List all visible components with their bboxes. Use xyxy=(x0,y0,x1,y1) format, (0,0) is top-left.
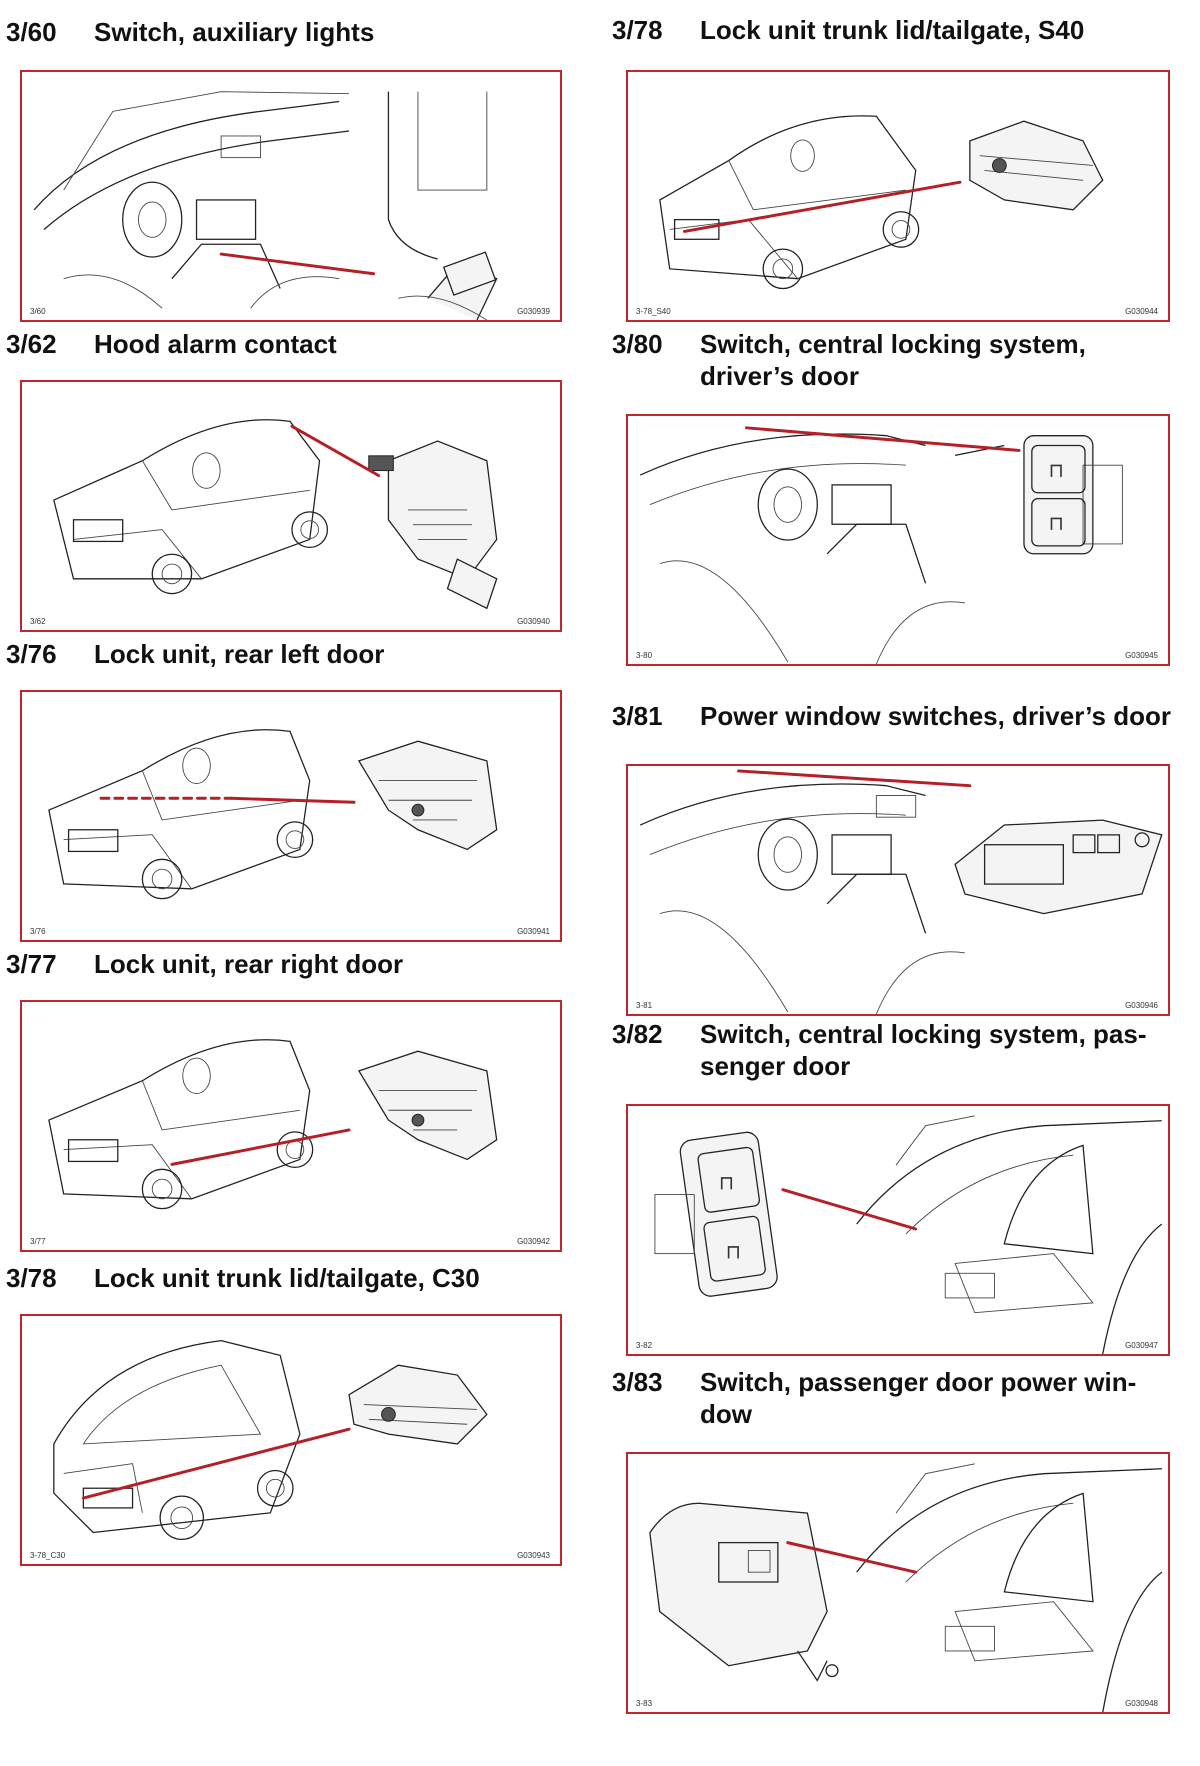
figure-central-locking-passenger: ⊓ ⊓ 3-82 G030947 xyxy=(626,1104,1170,1356)
heading-3-80: 3/80 Switch, central locking system, dri… xyxy=(612,328,1172,394)
figure-title: Hood alarm contact xyxy=(94,329,337,359)
heading-3-83: 3/83 Switch, passenger door power win- d… xyxy=(612,1366,1172,1432)
figure-title-line-2: dow xyxy=(700,1399,752,1429)
caption-right: G030947 xyxy=(1125,1341,1158,1350)
figure-title-line-2: driver’s door xyxy=(700,361,859,391)
figure-central-locking-driver: ⊓ ⊓ 3-80 G030945 xyxy=(626,414,1170,666)
heading-3-81: 3/81 Power window switches, driver’s doo… xyxy=(612,700,1192,734)
caption-left: 3/76 xyxy=(30,927,46,936)
figure-number: 3/80 xyxy=(612,329,663,359)
caption-right: G030942 xyxy=(517,1237,550,1246)
figure-power-window-driver: 3-81 G030946 xyxy=(626,764,1170,1016)
caption-right: G030945 xyxy=(1125,651,1158,660)
figure-title: Lock unit trunk lid/tailgate, S40 xyxy=(700,15,1085,45)
svg-text:⊓: ⊓ xyxy=(1049,459,1064,482)
svg-text:⊓: ⊓ xyxy=(719,1172,734,1195)
figure-number: 3/78 xyxy=(6,1263,57,1293)
caption-right: G030943 xyxy=(517,1551,550,1560)
caption-left: 3/77 xyxy=(30,1237,46,1246)
heading-3-78-s40: 3/78 Lock unit trunk lid/tailgate, S40 xyxy=(612,14,1172,48)
interior-dashboard-switch-icon xyxy=(33,91,498,320)
figure-number: 3/60 xyxy=(6,17,57,47)
figure-title-line-2: senger door xyxy=(700,1051,851,1081)
figure-title: Lock unit trunk lid/tailgate, C30 xyxy=(94,1263,480,1293)
caption-left: 3-81 xyxy=(636,1001,653,1010)
figure-title-line-1: Switch, central locking system, xyxy=(700,329,1086,359)
figure-title-line-1: Switch, passenger door power win- xyxy=(700,1367,1137,1397)
central-locking-switch-icon: ⊓ ⊓ xyxy=(654,1115,1163,1354)
central-locking-switch-icon: ⊓ ⊓ xyxy=(639,426,1123,664)
tailgate-lock-unit-icon xyxy=(53,1339,488,1541)
caption-right: G030948 xyxy=(1125,1699,1158,1708)
trunk-lock-unit-icon xyxy=(659,115,1104,290)
car-door-lock-unit-icon xyxy=(48,1039,498,1210)
figure-tailgate-lock-c30: 3-78_C30 G030943 xyxy=(20,1314,562,1566)
caption-left: 3-83 xyxy=(636,1699,653,1708)
heading-3-78-c30: 3/78 Lock unit trunk lid/tailgate, C30 xyxy=(6,1262,546,1296)
figure-interior-switch: 3/60 G030939 xyxy=(20,70,562,322)
figure-title: Lock unit, rear right door xyxy=(94,949,404,979)
figure-title-line-1: Switch, central locking system, pas- xyxy=(700,1019,1147,1049)
caption-left: 3-78_C30 xyxy=(30,1551,66,1560)
heading-3-76: 3/76 Lock unit, rear left door xyxy=(6,638,526,672)
caption-right: G030939 xyxy=(517,307,550,316)
power-window-switch-panel-icon xyxy=(639,769,1163,1014)
caption-left: 3/60 xyxy=(30,307,46,316)
figure-title: Power window switches, driver’s door xyxy=(700,701,1171,731)
figure-hood-contact: 3/62 G030940 xyxy=(20,380,562,632)
figure-rear-right-lock: 3/77 G030942 xyxy=(20,1000,562,1252)
figure-number: 3/78 xyxy=(612,15,663,45)
figure-title: Switch, auxiliary lights xyxy=(94,17,375,47)
heading-3-82: 3/82 Switch, central locking system, pas… xyxy=(612,1018,1172,1084)
heading-3-62: 3/62 Hood alarm contact xyxy=(6,328,526,362)
figure-number: 3/81 xyxy=(612,701,663,731)
heading-3-77: 3/77 Lock unit, rear right door xyxy=(6,948,526,982)
power-window-switch-icon xyxy=(649,1463,1163,1712)
figure-number: 3/77 xyxy=(6,949,57,979)
caption-left: 3/62 xyxy=(30,617,46,626)
svg-text:⊓: ⊓ xyxy=(1049,512,1064,535)
car-door-lock-unit-icon xyxy=(48,729,498,900)
figure-trunk-lock-s40: 3-78_S40 G030944 xyxy=(626,70,1170,322)
figure-number: 3/83 xyxy=(612,1367,663,1397)
caption-right: G030946 xyxy=(1125,1001,1158,1010)
figure-power-window-passenger: 3-83 G030948 xyxy=(626,1452,1170,1714)
caption-left: 3-78_S40 xyxy=(636,307,671,316)
caption-left: 3-82 xyxy=(636,1341,653,1350)
figure-rear-left-lock: 3/76 G030941 xyxy=(20,690,562,942)
caption-right: G030944 xyxy=(1125,307,1158,316)
caption-right: G030940 xyxy=(517,617,550,626)
figure-number: 3/76 xyxy=(6,639,57,669)
heading-3-60: 3/60 Switch, auxiliary lights xyxy=(6,16,526,50)
svg-text:⊓: ⊓ xyxy=(726,1241,741,1264)
caption-right: G030941 xyxy=(517,927,550,936)
figure-title: Lock unit, rear left door xyxy=(94,639,385,669)
figure-number: 3/62 xyxy=(6,329,57,359)
caption-left: 3-80 xyxy=(636,651,653,660)
figure-number: 3/82 xyxy=(612,1019,663,1049)
car-hood-contact-icon xyxy=(53,419,498,610)
